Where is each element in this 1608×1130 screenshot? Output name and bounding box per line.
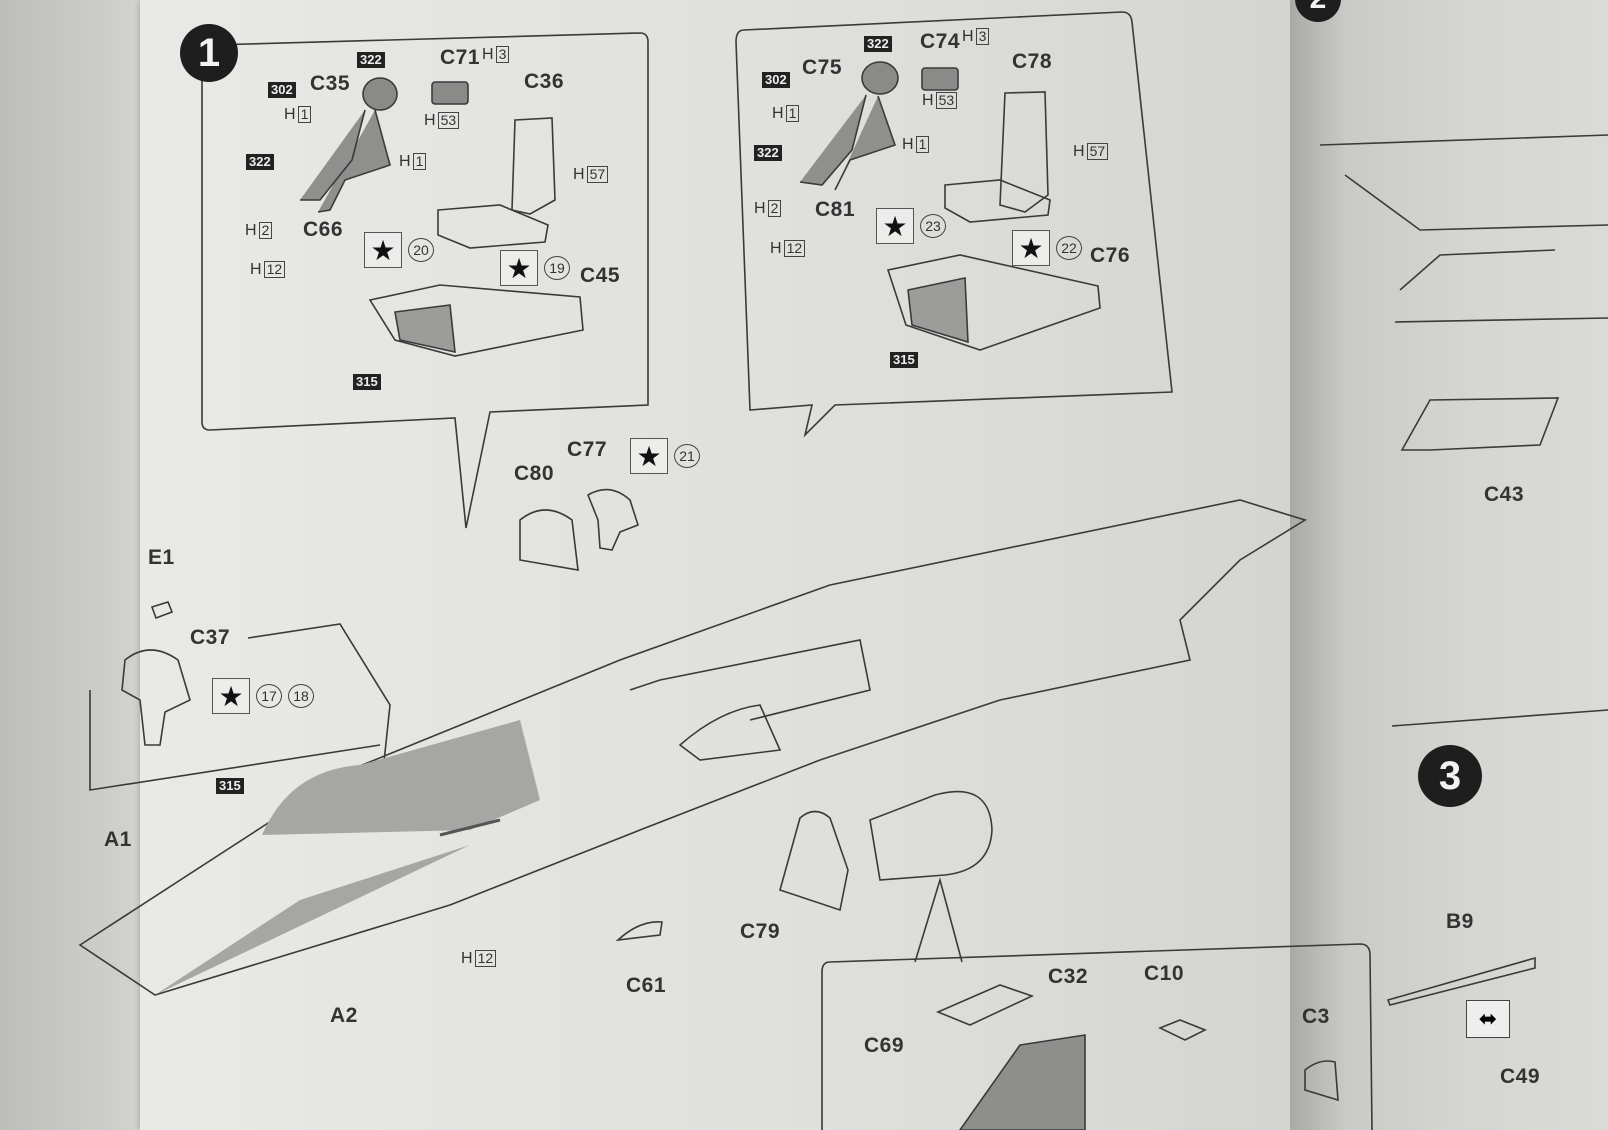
part-label-e1: E1 — [148, 546, 175, 569]
part-label-c43: C43 — [1484, 483, 1525, 506]
pilot-figure-front — [799, 61, 899, 191]
fuselage-drawing — [78, 499, 1307, 996]
part-c79-shape — [779, 810, 849, 912]
part-c43-shape — [1400, 397, 1560, 451]
symmetric-parts-icon: ⬌ — [1466, 1000, 1510, 1038]
paint-code-tub-front: 315 — [890, 352, 918, 368]
part-label-c77: C77 — [567, 438, 608, 461]
part-label-c3: C3 — [1302, 1005, 1330, 1028]
part-label-c66: C66 — [303, 218, 344, 241]
star-icon: ★ — [212, 678, 250, 714]
part-b9-shape — [1386, 956, 1536, 1006]
step-1-badge: 1 — [180, 24, 238, 82]
step-2-badge: 2 — [1295, 0, 1341, 22]
part-c37-shape — [121, 649, 191, 746]
ejection-seat-front — [921, 67, 1051, 223]
part-e1-shape — [150, 601, 174, 620]
ejection-seat-rear — [431, 81, 556, 249]
cockpit-tub-rear — [368, 284, 584, 357]
decal-ref-20: ★20 — [364, 232, 434, 268]
part-label-a1: A1 — [104, 828, 132, 851]
paint-code-helmet: 322 — [357, 52, 385, 68]
step-3-badge: 3 — [1418, 745, 1482, 807]
part-label-c80: C80 — [514, 462, 555, 485]
part-label-b9: B9 — [1446, 910, 1474, 933]
pilot-figure-rear — [300, 77, 398, 213]
part-label-c78: C78 — [1012, 50, 1053, 73]
part-label-c32: C32 — [1048, 965, 1089, 988]
decal-ref-23: ★23 — [876, 208, 946, 244]
paint-code-suit: 302 — [268, 82, 296, 98]
part-label-c36: C36 — [524, 70, 565, 93]
part-c3-shape — [1304, 1060, 1339, 1102]
part-c80-shape — [519, 509, 579, 571]
step-2-number: 2 — [1310, 0, 1327, 16]
decal-ref-22: ★22 — [1012, 230, 1082, 266]
part-c69-shape — [959, 1034, 1086, 1130]
paint-code-legs: 322 — [246, 154, 274, 170]
step-1-number: 1 — [197, 30, 221, 75]
part-label-c10: C10 — [1144, 962, 1185, 985]
paint-code-cockpit: 315 — [216, 778, 244, 794]
part-label-c69: C69 — [864, 1034, 905, 1057]
paint-code-suit-front: 302 — [762, 72, 790, 88]
part-label-c81: C81 — [815, 198, 856, 221]
part-label-c71: C71 — [440, 46, 481, 69]
part-label-c45: C45 — [580, 264, 621, 287]
part-label-c74: C74 — [920, 30, 961, 53]
part-label-c76: C76 — [1090, 244, 1131, 267]
inset-callout-left — [89, 623, 391, 801]
paint-code-helmet-front: 322 — [864, 36, 892, 52]
instruction-page-left — [140, 0, 1370, 1130]
part-label-c79: C79 — [740, 920, 781, 943]
decal-ref-21: ★21 — [630, 438, 700, 474]
step2-assembly-lines — [1319, 134, 1608, 323]
part-c61-shape — [615, 921, 663, 942]
part-label-c35: C35 — [310, 72, 351, 95]
part-intake-shape — [869, 790, 993, 881]
paint-code-legs-front: 322 — [754, 145, 782, 161]
part-c10-shape — [1158, 1019, 1207, 1041]
star-icon: ★ — [500, 250, 538, 286]
part-label-c37: C37 — [190, 626, 231, 649]
step-3-number: 3 — [1438, 753, 1462, 798]
inset-callout-bottom — [821, 877, 1373, 1130]
instruction-page-right — [1290, 0, 1608, 1130]
inset-callout-front — [735, 11, 1173, 438]
part-label-c75: C75 — [802, 56, 843, 79]
step-divider — [1391, 709, 1608, 727]
part-c77-shape — [587, 488, 639, 551]
star-icon: ★ — [630, 438, 668, 474]
decal-ref-19: ★19 — [500, 250, 570, 286]
part-label-c49: C49 — [1500, 1065, 1541, 1088]
part-label-a2: A2 — [330, 1004, 358, 1027]
part-label-c61: C61 — [626, 974, 667, 997]
star-icon: ★ — [1012, 230, 1050, 266]
part-c32-shape — [935, 984, 1035, 1026]
star-icon: ★ — [876, 208, 914, 244]
cockpit-tub-front — [886, 254, 1101, 351]
star-icon: ★ — [364, 232, 402, 268]
paint-code-tub: 315 — [353, 374, 381, 390]
